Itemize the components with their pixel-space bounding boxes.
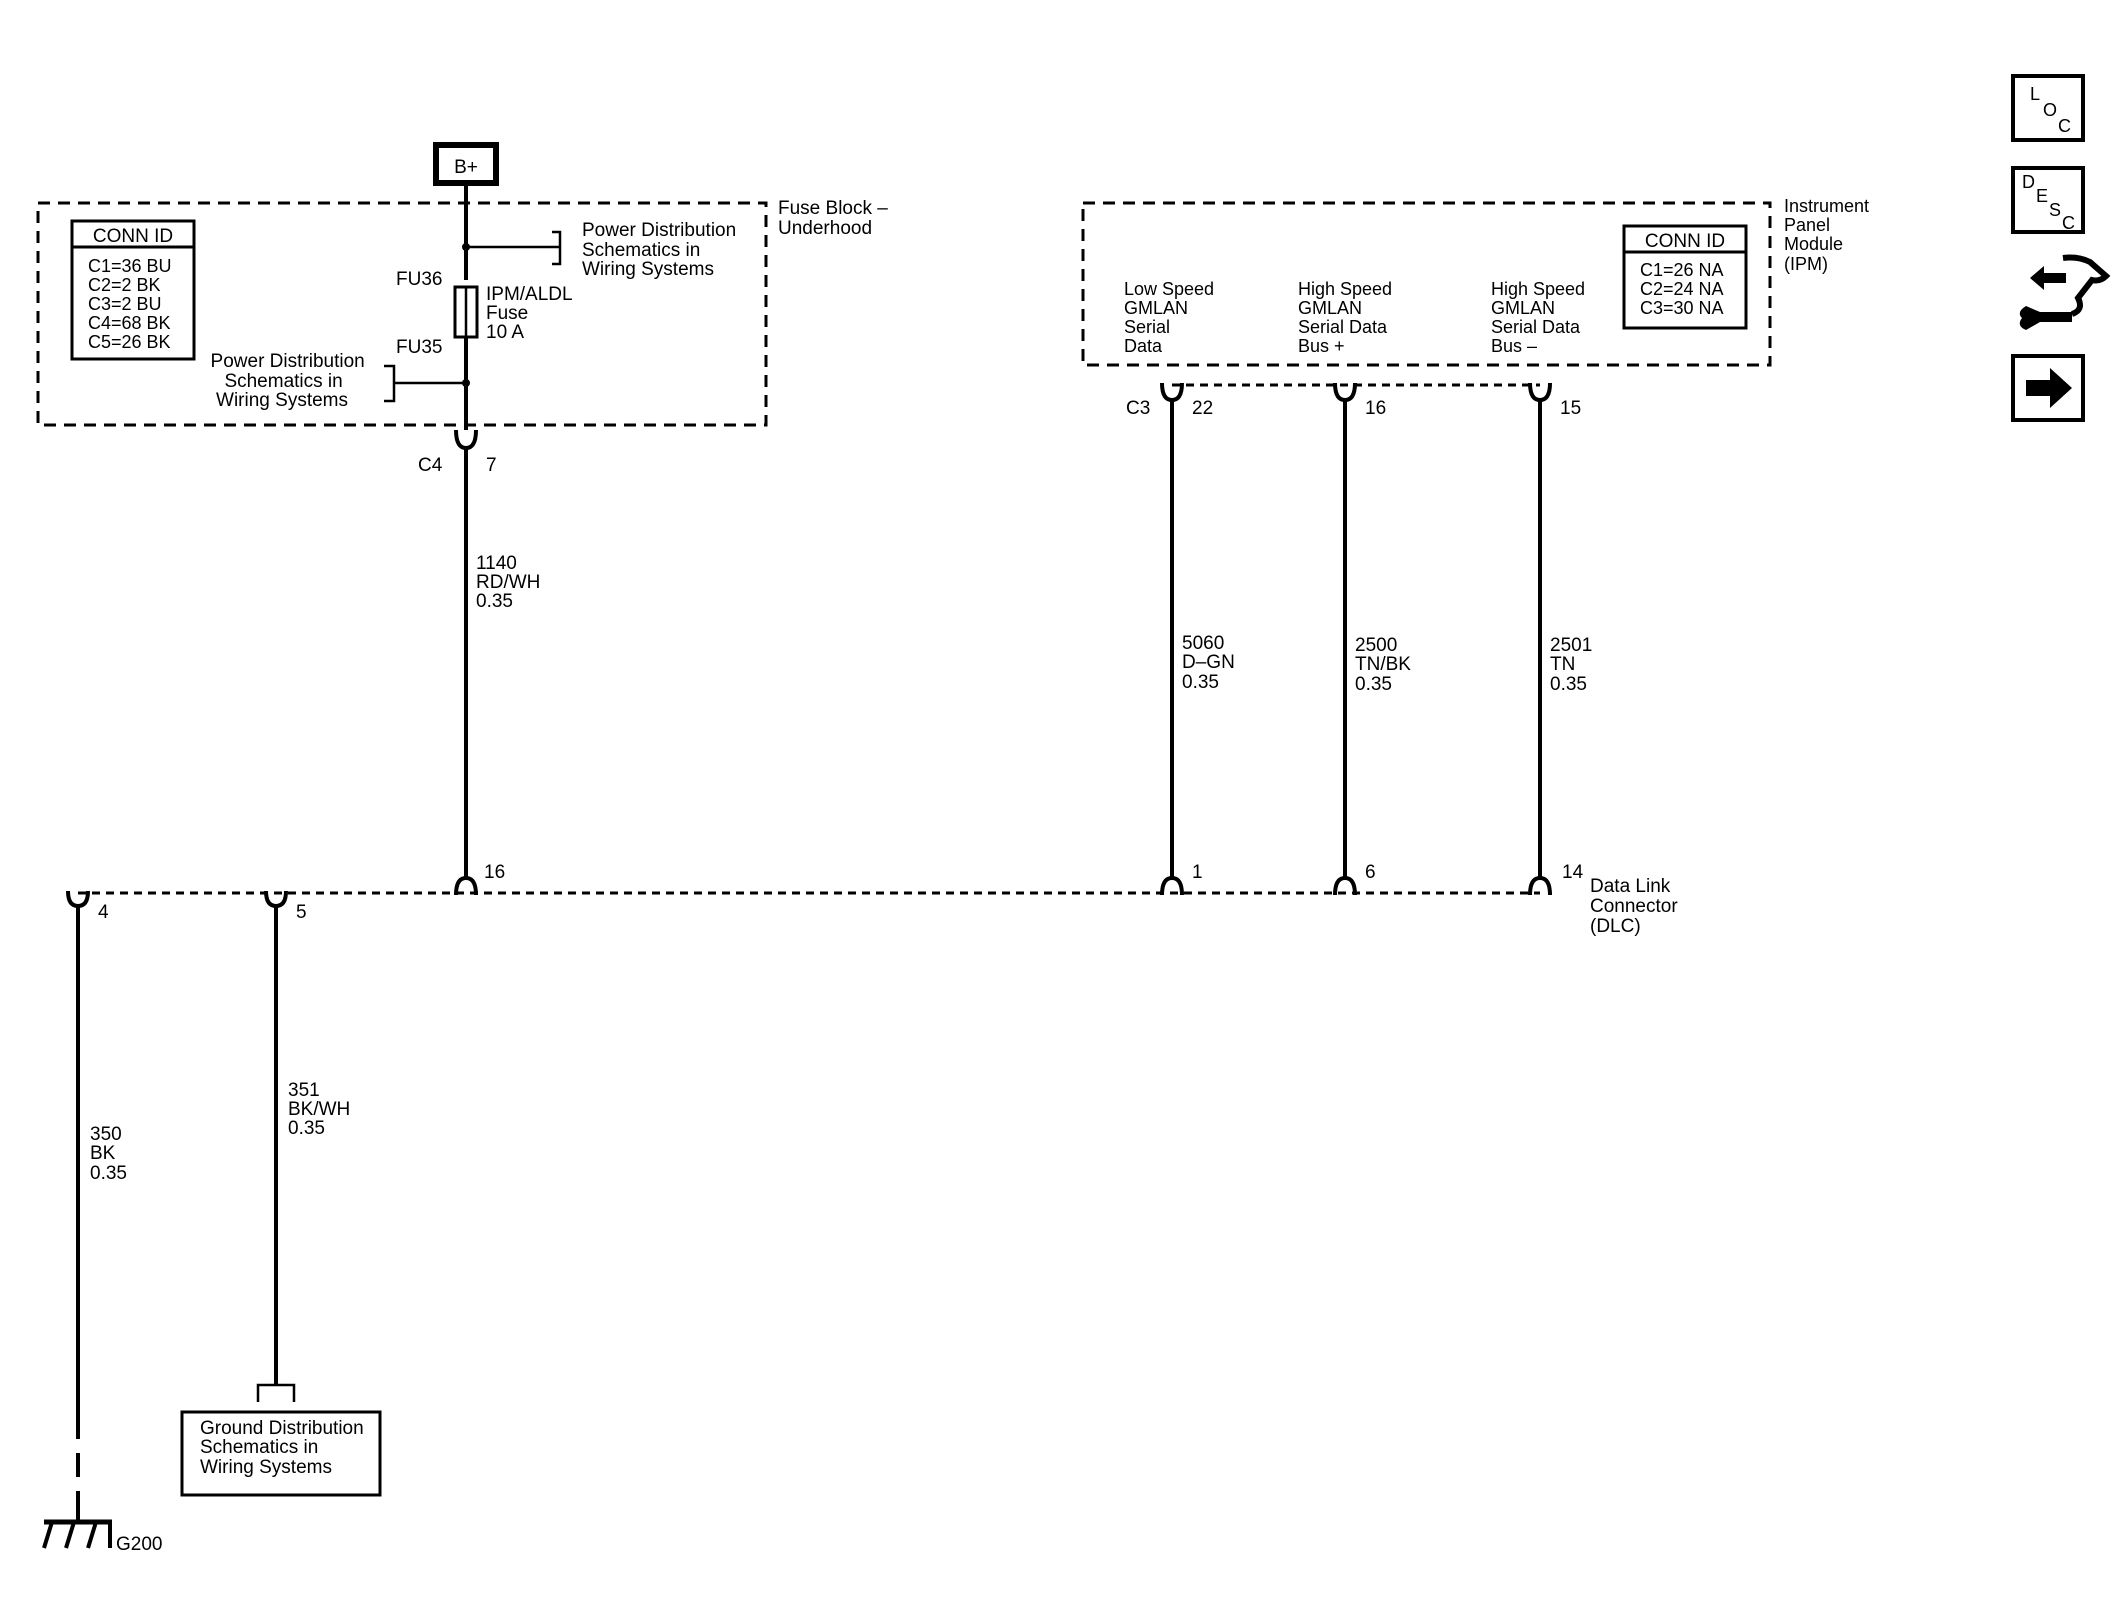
dlc-pin-14-symbol [1528,875,1552,896]
c3-label: C3 [1126,398,1150,419]
desc-letter: S [2049,200,2061,220]
dlc-pin-5-label: 5 [296,902,307,923]
conn-id-row: C4=68 BK [88,313,171,333]
ipm-circuit-low-speed-label: Low Speed GMLAN Serial Data [1124,279,1219,356]
ground-symbol-g200 [42,1505,112,1549]
ipm-circuit-high-speed-plus-label: High Speed GMLAN Serial Data Bus + [1298,279,1397,356]
fuse-block-conn-id-table: CONN ID C1=36 BU C2=2 BK C3=2 BU C4=68 B… [70,219,196,361]
conn-id-row: C2=2 BK [88,275,161,295]
dlc-pin-6-label: 6 [1365,862,1376,883]
wire-2500-label: 2500 TN/BK 0.35 [1355,635,1416,695]
ground-distribution-ref[interactable]: Ground Distribution Schematics in Wiring… [200,1418,369,1478]
desc-letter: E [2036,186,2048,206]
c4-pin-label: 7 [486,455,497,476]
conn-id-row: C2=24 NA [1640,279,1724,299]
ground-distribution-ref-box[interactable] [180,1410,382,1497]
c3-pin-22-label: 22 [1192,398,1213,419]
desc-letter: C [2062,213,2075,233]
c4-connector-symbol [454,429,478,451]
dlc-pin-1-label: 1 [1192,862,1203,883]
wire-1140-label: 1140 RD/WH 0.35 [476,553,546,612]
dlc-pin-6-symbol [1333,875,1357,896]
ipm-title: Instrument Panel Module (IPM) [1784,196,1874,274]
ipm-circuit-high-speed-minus-label: High Speed GMLAN Serial Data Bus – [1491,279,1590,356]
c4-label: C4 [418,455,443,476]
dlc-pin-16-symbol [454,875,478,896]
wire-2501-label: 2501 TN 0.35 [1550,635,1598,695]
dlc-pin-14-label: 14 [1562,862,1584,883]
dlc-title: Data Link Connector (DLC) [1590,876,1683,937]
desc-letter: D [2022,172,2035,192]
power-distribution-ref-left[interactable]: Power Distribution Schematics in Wiring … [211,351,370,411]
ground-label: G200 [116,1534,162,1555]
conn-id-header: CONN ID [93,226,173,247]
dlc-pin-1-symbol [1160,875,1184,896]
wire-351-label: 351 BK/WH 0.35 [288,1080,356,1139]
fuse-block-title: Fuse Block – Underhood [778,198,893,239]
conn-id-header: CONN ID [1645,231,1725,252]
desc-button[interactable]: D E S C [2011,166,2085,234]
right-arrow-icon [2026,368,2072,408]
conn-id-row: C3=30 NA [1640,298,1724,318]
loc-button[interactable]: L O C [2011,74,2085,142]
conn-id-row: C3=2 BU [88,294,162,314]
diagnostic-connector-icon[interactable] [2019,254,2111,331]
ground-ref-bracket [256,1383,296,1402]
power-ref-left-bracket [384,364,396,403]
wire-5060-label: 5060 D–GN 0.35 [1182,633,1240,693]
c3-pin-15-label: 15 [1560,398,1581,419]
b-plus-label: B+ [454,157,478,178]
c3-pin-16-label: 16 [1365,398,1386,419]
fu35-label: FU35 [396,337,442,358]
fu36-label: FU36 [396,269,442,290]
power-distribution-ref-top[interactable]: Power Distribution Schematics in Wiring … [582,220,741,280]
battery-positive-source: B+ [433,142,499,186]
conn-id-row: C1=36 BU [88,256,172,276]
fuse-block-outline [36,201,768,427]
fuse-label: IPM/ALDL Fuse 10 A [486,284,577,343]
next-page-arrow-button[interactable] [2011,354,2085,422]
loc-letter: C [2058,116,2071,136]
loc-letter: L [2030,84,2040,104]
power-ref-top-bracket [552,230,562,266]
conn-id-row: C1=26 NA [1640,260,1724,280]
ipm-outline [1081,201,1772,367]
conn-id-row: C5=26 BK [88,332,171,352]
wire-350-label: 350 BK 0.35 [90,1124,127,1184]
ipm-conn-id-table: CONN ID C1=26 NA C2=24 NA C3=30 NA [1622,224,1748,330]
loc-letter: O [2043,100,2057,120]
dlc-pin-16-label: 16 [484,862,505,883]
dlc-pin-4-label: 4 [98,902,109,923]
